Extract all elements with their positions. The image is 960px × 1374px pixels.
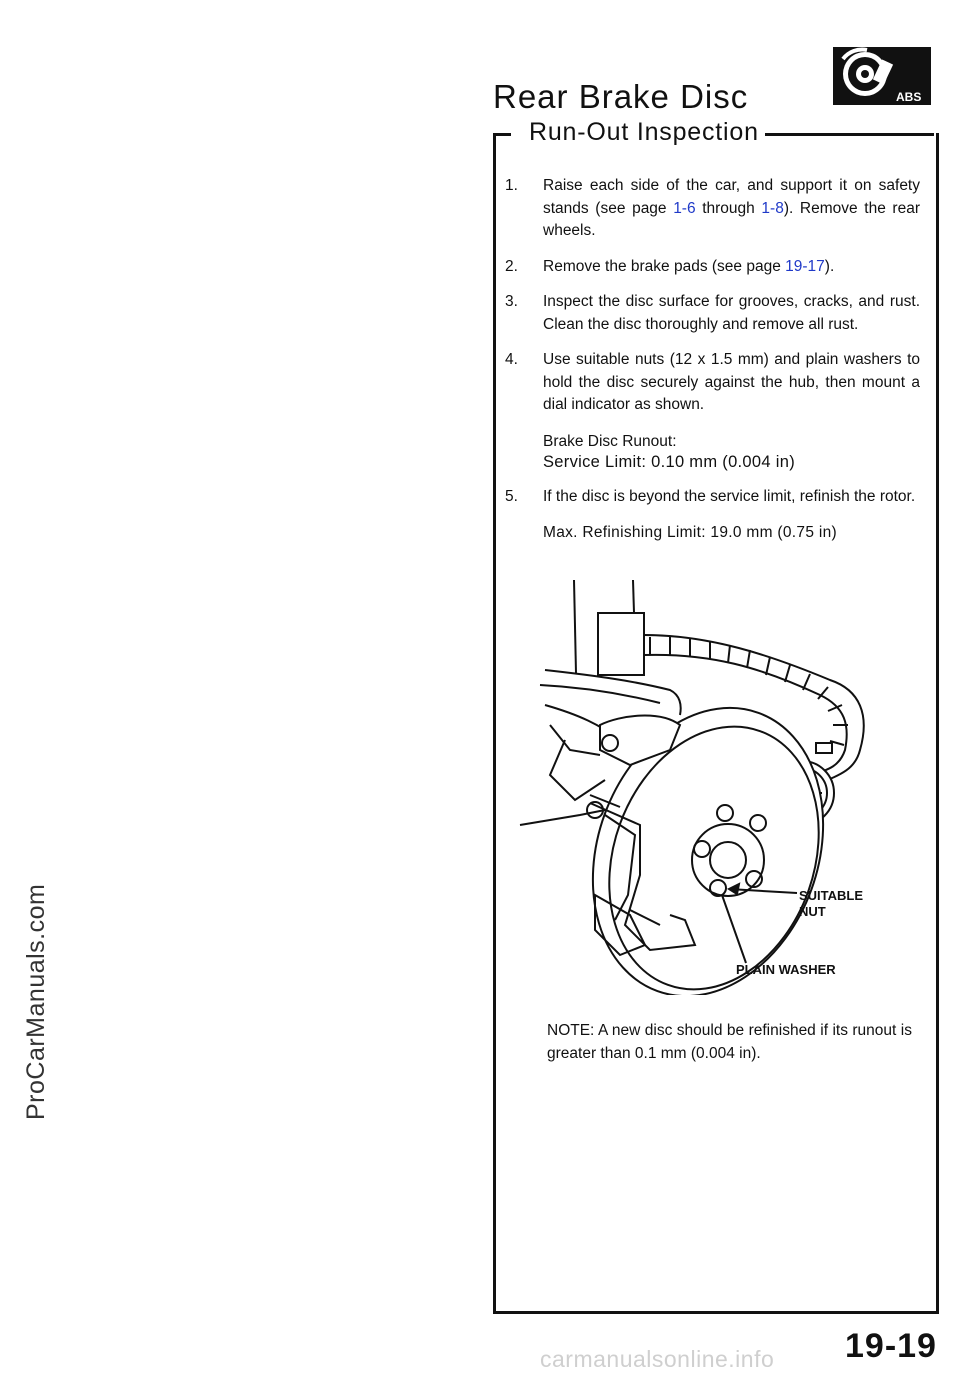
max-refinishing-limit: Max. Refinishing Limit: 19.0 mm (0.75 in… (543, 524, 837, 541)
step-5: 5. If the disc is beyond the service lim… (505, 486, 920, 545)
page-number: 19-19 (845, 1327, 937, 1365)
step-number: 3. (505, 293, 518, 310)
svg-text:ABS: ABS (896, 90, 921, 104)
page-link-1-6[interactable]: 1-6 (673, 199, 696, 217)
step-2: 2. Remove the brake pads (see page 19-17… (505, 256, 920, 279)
step-text: Inspect the disc surface for grooves, cr… (543, 293, 920, 333)
page-link-1-8[interactable]: 1-8 (761, 199, 784, 217)
step-number: 5. (505, 487, 518, 505)
frame-top-right (750, 133, 934, 136)
section-title: Run-Out Inspection (523, 118, 765, 147)
frame-top-left (493, 133, 511, 136)
step-number: 1. (505, 177, 518, 194)
label-suitable-nut: SUITABLE NUT (799, 888, 864, 919)
content-frame (493, 133, 939, 1314)
footer-watermark: carmanualsonline.info (540, 1346, 775, 1372)
step-1: 1. Raise each side of the car, and suppo… (505, 175, 920, 243)
note-text: NOTE: A new disc should be refinished if… (547, 1022, 912, 1062)
step-4: 4. Use suitable nuts (12 x 1.5 mm) and p… (505, 349, 920, 473)
side-watermark: ProCarManuals.com (22, 883, 50, 1120)
step-text: Use suitable nuts (12 x 1.5 mm) and plai… (543, 351, 920, 413)
step-3: 3. Inspect the disc surface for grooves,… (505, 291, 920, 336)
step-text: Remove the brake pads (see page 19-17). (543, 257, 835, 275)
dial-indicator-illustration (519, 579, 865, 995)
step-text: If the disc is beyond the service limit,… (543, 487, 916, 505)
page-link-19-17[interactable]: 19-17 (785, 257, 825, 275)
label-plain-washer: PLAIN WASHER (736, 962, 836, 977)
abs-brake-icon: ABS (833, 47, 931, 105)
procedure-steps: 1. Raise each side of the car, and suppo… (505, 175, 920, 558)
spec-value: Service Limit: 0.10 mm (0.004 in) (543, 452, 795, 471)
step-number: 2. (505, 257, 518, 275)
step-number: 4. (505, 351, 518, 368)
page-title: Rear Brake Disc (493, 78, 749, 115)
step-text: Raise each side of the car, and support … (543, 177, 920, 239)
runout-spec: Brake Disc Runout: Service Limit: 0.10 m… (543, 431, 920, 473)
spec-label: Brake Disc Runout: (543, 432, 677, 450)
